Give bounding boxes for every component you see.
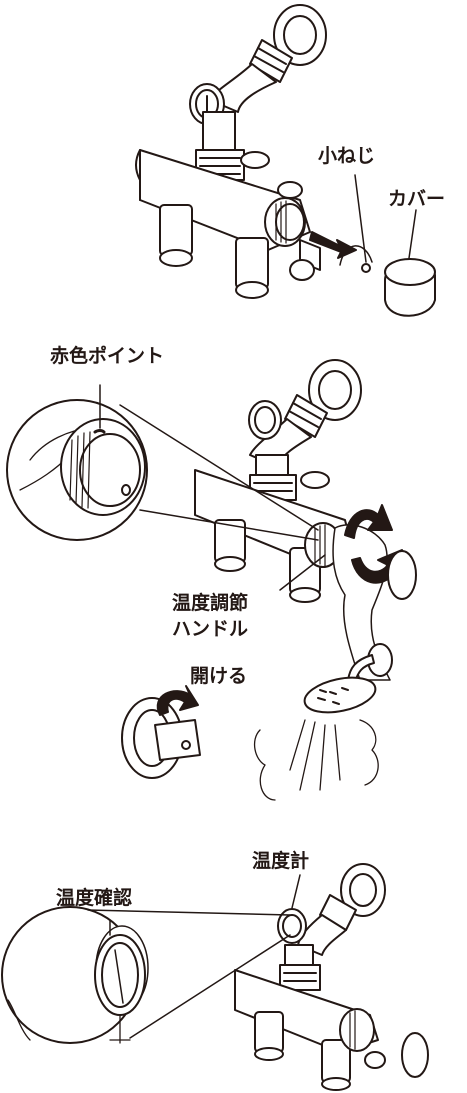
label-small-screw: 小ねじ bbox=[318, 145, 376, 167]
open-arrow-icon bbox=[156, 685, 199, 716]
label-temp-handle-line1: 温度調節 bbox=[172, 592, 249, 614]
label-open: 開ける bbox=[190, 665, 248, 687]
step3-faucet bbox=[1, 863, 429, 1091]
label-temp-handle-line2: ハンドル bbox=[172, 618, 249, 640]
step1-faucet bbox=[135, 4, 436, 317]
shower-head bbox=[253, 643, 393, 801]
step2-faucet bbox=[6, 359, 417, 681]
label-temp-check: 温度確認 bbox=[56, 887, 133, 909]
small-screw bbox=[361, 263, 371, 273]
step2-open-valve bbox=[121, 685, 201, 779]
label-thermometer: 温度計 bbox=[252, 850, 310, 872]
remove-arrow-icon bbox=[309, 231, 357, 259]
label-red-point: 赤色ポイント bbox=[50, 345, 165, 367]
rotate-arrow-up-icon bbox=[344, 504, 393, 539]
label-cover: カバー bbox=[388, 188, 446, 210]
cover-cap bbox=[384, 258, 436, 317]
